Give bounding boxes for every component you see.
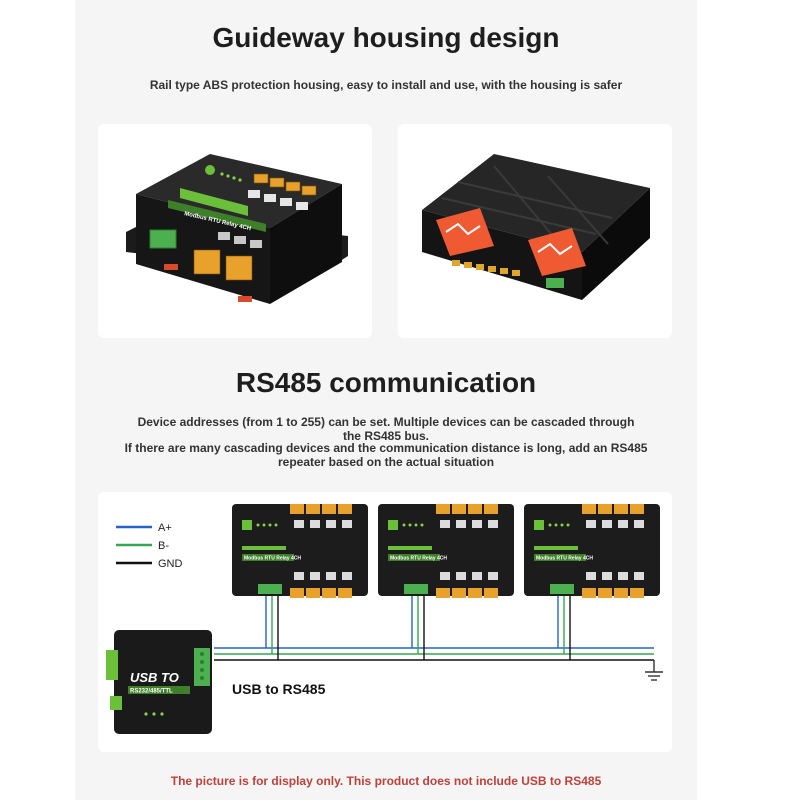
legend-label-a: A+	[158, 522, 172, 534]
relay-module-2: Modbus RTU Relay 4CH	[378, 504, 514, 598]
section-desc-line-3: If there are many cascading devices and …	[124, 441, 648, 455]
section-subtitle-housing: Rail type ABS protection housing, easy t…	[149, 78, 623, 92]
relay-module-1: Modbus RTU Relay 4CH	[232, 504, 368, 598]
section-title-housing: Guideway housing design	[212, 22, 560, 53]
adapter-caption: USB to RS485	[232, 681, 326, 697]
disclaimer-note: The picture is for display only. This pr…	[170, 774, 602, 788]
housing-back-illustration	[422, 154, 650, 300]
section-title-rs485: RS485 communication	[235, 367, 537, 398]
adapter-text-protocols: RS232/485/TTL	[130, 689, 173, 695]
ground-icon	[645, 660, 663, 681]
relay-module-3: Modbus RTU Relay 4CH	[524, 504, 660, 598]
usb-to-rs485-adapter: USB TO RS232/485/TTL	[106, 630, 212, 734]
adapter-text-usb-to: USB TO	[130, 670, 179, 685]
product-photo-front: Modbus RTU Relay 4CH	[98, 124, 372, 338]
section-desc-line-4: repeater based on the actual situation	[277, 455, 495, 469]
rs485-wiring-diagram: A+ B- GND	[98, 492, 672, 752]
product-photo-back	[398, 124, 672, 338]
legend-label-b: B-	[158, 540, 169, 552]
svg-text:Modbus RTU Relay 4CH: Modbus RTU Relay 4CH	[390, 556, 447, 562]
section-desc-line-1: Device addresses (from 1 to 255) can be …	[137, 415, 635, 429]
wiring-diagram-svg: A+ B- GND	[106, 504, 663, 734]
section-desc-line-2: the RS485 bus.	[342, 429, 430, 443]
legend-label-gnd: GND	[158, 558, 183, 570]
svg-text:Modbus RTU Relay 4CH: Modbus RTU Relay 4CH	[244, 556, 301, 562]
svg-text:Modbus RTU Relay 4CH: Modbus RTU Relay 4CH	[536, 556, 593, 562]
relay-module-illustration: Modbus RTU Relay 4CH	[126, 154, 348, 304]
